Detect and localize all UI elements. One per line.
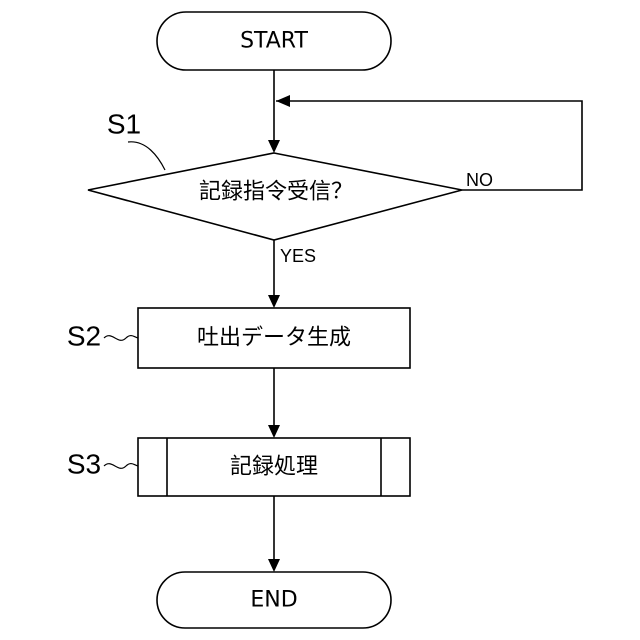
decision-node: 記録指令受信？ (88, 153, 462, 240)
record-process-label: 記録処理 (230, 455, 318, 480)
decision-label: 記録指令受信？ (199, 180, 353, 205)
leader-s2 (104, 336, 138, 341)
generate-process-node: 吐出データ生成 (138, 308, 410, 368)
step-label-s1: S1 (107, 109, 141, 140)
arrowhead-no-loop (276, 95, 290, 107)
start-terminal: START (157, 12, 391, 70)
end-terminal-label: END (250, 588, 297, 613)
arrowhead-end-top (268, 559, 280, 572)
arrowhead-decision-top (268, 140, 280, 153)
step-label-s3: S3 (67, 449, 101, 480)
start-terminal-label: START (240, 29, 308, 54)
step-label-s2: S2 (67, 321, 101, 352)
generate-process-label: 吐出データ生成 (197, 326, 351, 351)
arrowhead-generate-top (268, 295, 280, 308)
no-branch-label: NO (466, 170, 493, 190)
leader-s1 (128, 142, 165, 170)
leader-s3 (104, 464, 138, 469)
arrowhead-record-top (268, 425, 280, 438)
end-terminal: END (157, 572, 391, 628)
record-process-node: 記録処理 (138, 438, 410, 496)
yes-branch-label: YES (280, 246, 316, 266)
